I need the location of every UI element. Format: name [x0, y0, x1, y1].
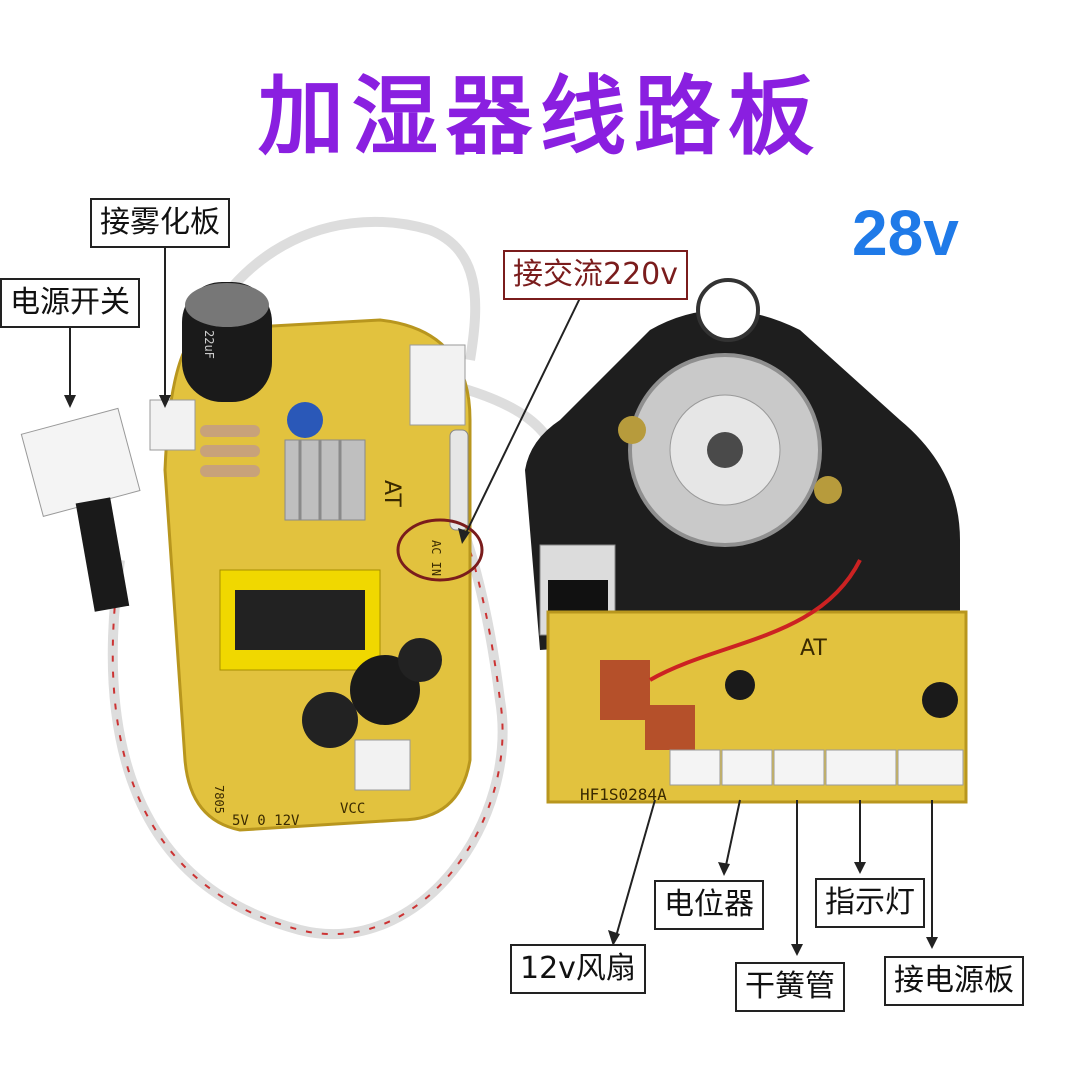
reed-switch-label: 干簧管: [735, 962, 845, 1012]
callout-lines: [69, 240, 933, 952]
model-code: HF1S0284A: [580, 785, 667, 804]
fan-label: 12v风扇: [510, 944, 646, 994]
board-marker: AT: [379, 480, 404, 507]
power-switch-label: 电源开关: [0, 278, 140, 328]
callout-arrowheads: [64, 395, 938, 956]
power-board-label: 接电源板: [884, 956, 1024, 1006]
voltage-label: 28v: [852, 197, 959, 269]
vcc-label: VCC: [340, 801, 365, 817]
capacitor-label: 22uF: [202, 330, 216, 359]
ac-in-label: AC IN: [429, 540, 443, 576]
potentiometer-label: 电位器: [654, 880, 764, 930]
output-row-label: 5V 0 12V: [232, 813, 300, 829]
power-pcb: AT 5V 0 12V VCC AC IN 7805 22uF: [149, 282, 484, 832]
ac-input-label: 接交流220v: [503, 250, 689, 300]
page-title: 加湿器线路板: [258, 67, 822, 167]
power-switch-connector: [20, 407, 141, 612]
regulator-label: 7805: [212, 785, 226, 814]
indicator-label: 指示灯: [815, 878, 925, 928]
atomizer-assembly: AT HF1S0284A: [525, 278, 968, 804]
small-board-marker: AT: [800, 636, 827, 661]
atomizer-board-label: 接雾化板: [90, 198, 230, 248]
